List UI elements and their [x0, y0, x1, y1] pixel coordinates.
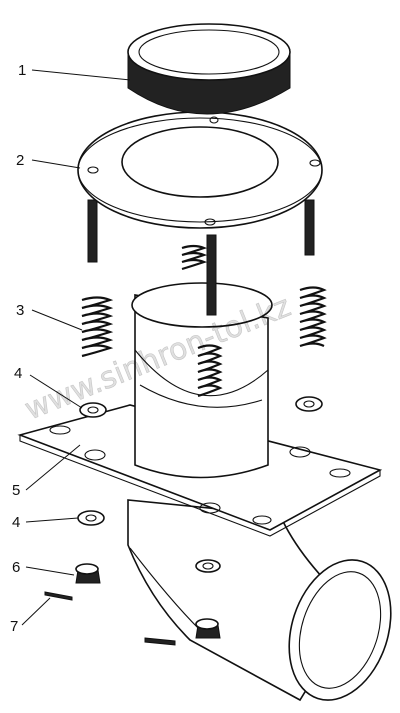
- elbow-pipe: [127, 499, 392, 702]
- part-label-4-upper: 4: [14, 365, 22, 382]
- spring-rear: [181, 244, 208, 271]
- part-label-2: 2: [16, 152, 24, 169]
- cotter-pin-left: [44, 591, 73, 601]
- part-label-7: 7: [10, 618, 18, 635]
- part-label-4-lower: 4: [12, 514, 20, 531]
- part-label-3: 3: [16, 302, 24, 319]
- part-label-1: 1: [18, 62, 26, 79]
- part-label-5: 5: [12, 482, 20, 499]
- washer-upper-right: [295, 396, 323, 412]
- mounting-flange: [77, 111, 323, 316]
- cotter-pin-lower: [144, 637, 176, 646]
- spring-center: [197, 344, 223, 398]
- washer-lower: [77, 510, 105, 526]
- leader-lines: [21, 69, 131, 626]
- washer-upper-left: [79, 402, 107, 418]
- spring-left: [81, 296, 114, 358]
- spring-right: [299, 286, 327, 348]
- castle-nut-left: [75, 563, 101, 584]
- part-label-6: 6: [12, 559, 20, 576]
- seal-ring: [127, 23, 291, 115]
- washer-pipe: [195, 559, 221, 573]
- castle-nut-pipe: [195, 618, 221, 639]
